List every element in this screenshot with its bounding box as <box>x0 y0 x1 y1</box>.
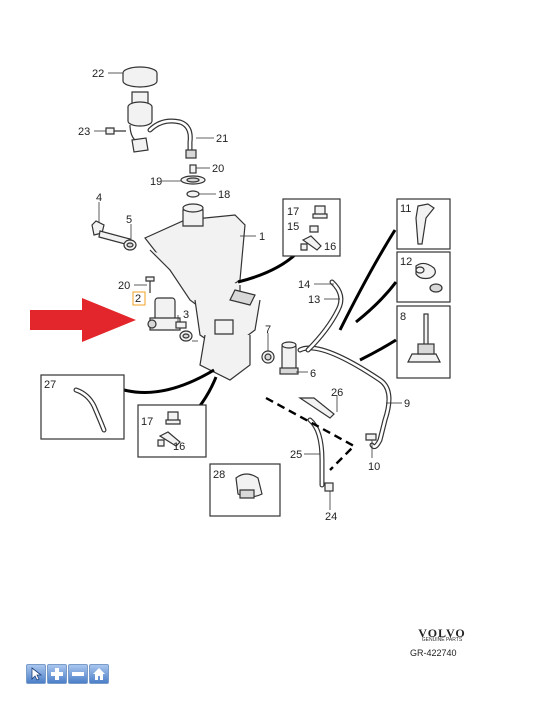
callout-18: 18 <box>218 189 230 201</box>
callout-8: 8 <box>400 311 406 323</box>
inset-box-8 <box>396 305 451 379</box>
callout-21: 21 <box>216 133 228 145</box>
zoom-in-icon <box>51 668 63 680</box>
inset-box-17-16 <box>137 404 207 458</box>
callout-19: 19 <box>150 176 162 188</box>
callout-27: 27 <box>44 379 56 391</box>
callout-22: 22 <box>92 68 104 80</box>
callout-4: 4 <box>96 192 102 204</box>
zoom-out-icon <box>72 672 84 676</box>
callout-28: 28 <box>213 469 225 481</box>
callout-6: 6 <box>310 368 316 380</box>
callout-13: 13 <box>308 294 320 306</box>
washer-pump-part-2 <box>147 297 187 331</box>
zoom-out-button[interactable] <box>68 664 88 684</box>
inset-box-11 <box>396 198 451 250</box>
inset-box-17-15-16 <box>282 198 341 257</box>
red-pointer-arrow <box>30 298 136 342</box>
volvo-logo: VOLVO <box>418 626 466 640</box>
home-icon <box>93 668 105 680</box>
callout-26: 26 <box>331 387 343 399</box>
bolt-part-4 <box>91 220 131 246</box>
callout-25: 25 <box>290 449 302 461</box>
callout-15: 15 <box>287 221 299 233</box>
callout-12: 12 <box>400 256 412 268</box>
leader-lines <box>94 72 402 510</box>
callout-17-bottom: 17 <box>141 416 153 428</box>
volvo-logo-subtitle: GENUINE PARTS <box>421 637 463 643</box>
callout-14: 14 <box>298 279 310 291</box>
callout-1: 1 <box>259 231 265 243</box>
pin-part-20 <box>145 276 155 293</box>
diagram-reference: GR-422740 <box>410 648 457 658</box>
callout-11: 11 <box>400 203 411 215</box>
inset-box-28 <box>209 463 281 517</box>
level-sensor-part-6 <box>279 341 299 375</box>
zoom-toolbar <box>26 664 109 686</box>
filler-cap-assembly <box>105 66 206 198</box>
callout-16-top: 16 <box>324 241 336 253</box>
home-button[interactable] <box>89 664 109 684</box>
grommet-part-3 <box>179 330 193 342</box>
callout-17-top: 17 <box>287 206 299 218</box>
inset-box-12 <box>396 251 451 303</box>
dashed-guide-line <box>265 396 356 471</box>
callout-2: 2 <box>135 293 141 305</box>
washer-reservoir <box>144 203 261 381</box>
callout-16-bottom: 16 <box>173 441 185 453</box>
grommet-part-5 <box>123 239 137 251</box>
callout-5: 5 <box>126 214 132 226</box>
grommet-part-7 <box>261 350 275 364</box>
callout-23: 23 <box>78 126 90 138</box>
inset-box-27 <box>40 374 125 440</box>
zoom-in-button[interactable] <box>47 664 67 684</box>
callout-10: 10 <box>368 461 380 473</box>
callout-20-left: 20 <box>118 280 130 292</box>
pointer-button[interactable] <box>26 664 46 684</box>
pointer-icon <box>31 667 42 681</box>
hose-assembly <box>297 279 392 492</box>
callout-9: 9 <box>404 398 410 410</box>
callout-24: 24 <box>325 511 337 523</box>
callout-20-top: 20 <box>212 163 224 175</box>
callout-labels: 1 2 3 4 5 6 7 8 9 10 11 12 13 14 15 16 1… <box>44 68 412 523</box>
callout-3: 3 <box>183 309 189 321</box>
highlight-frame <box>132 291 146 306</box>
callout-7: 7 <box>265 324 271 336</box>
